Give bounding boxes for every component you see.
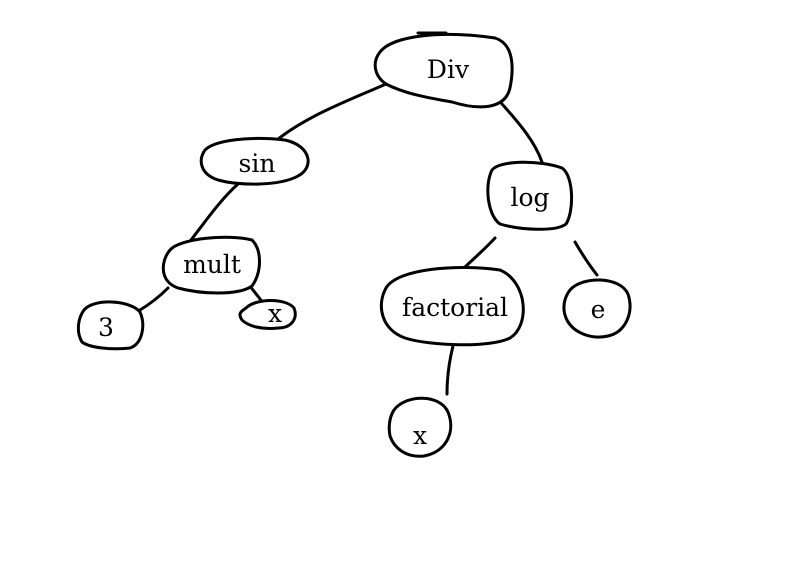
node-factorial-label: factorial <box>402 293 508 322</box>
node-log: log <box>486 160 574 231</box>
tree-edges <box>138 82 599 396</box>
node-e: e <box>562 278 632 339</box>
node-x-mult-outline <box>238 299 297 330</box>
node-log-outline <box>486 160 574 231</box>
node-mult-outline <box>161 235 261 295</box>
node-sin-label: sin <box>239 149 276 178</box>
node-factorial-outline <box>379 265 525 347</box>
edge-div-log <box>500 102 544 164</box>
node-sin-outline <box>199 137 310 186</box>
edge-factorial-x <box>445 344 455 396</box>
node-log-label: log <box>510 183 549 212</box>
node-x-factorial: x <box>387 396 453 458</box>
node-x-mult: x <box>238 299 297 330</box>
node-factorial: factorial <box>379 265 525 347</box>
edge-mult-three <box>138 286 170 312</box>
node-mult-label: mult <box>183 250 241 279</box>
edge-log-factorial <box>460 236 497 272</box>
node-x-mult-label: x <box>268 299 282 328</box>
node-x-factorial-outline <box>387 396 453 458</box>
node-e-label: e <box>591 295 606 324</box>
node-x-factorial-label: x <box>413 421 427 450</box>
node-three-label: 3 <box>98 313 114 342</box>
edge-div-sin <box>268 82 388 148</box>
node-three: 3 <box>76 300 145 351</box>
node-e-outline <box>562 278 632 339</box>
node-sin: sin <box>199 137 310 186</box>
node-div-outline <box>373 33 514 109</box>
edge-log-e <box>573 240 599 277</box>
node-three-outline <box>76 300 145 351</box>
node-div-label: Div <box>427 55 470 84</box>
edge-sin-mult <box>186 182 240 246</box>
node-div: Div <box>373 31 514 109</box>
node-mult: mult <box>161 235 261 295</box>
